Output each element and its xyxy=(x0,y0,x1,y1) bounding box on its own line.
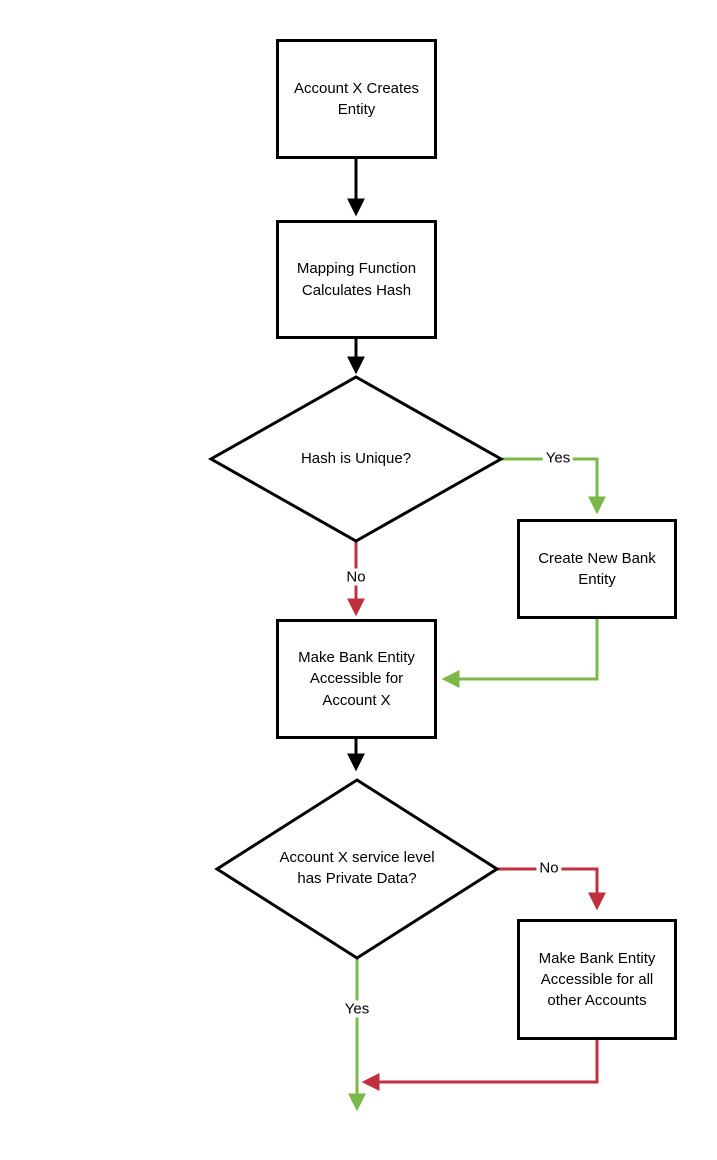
edge-label-private-no: No xyxy=(536,859,562,877)
node-mapping-function-calculates-hash: Mapping Function Calculates Hash xyxy=(276,220,437,339)
edge-private-no-arrow xyxy=(497,867,606,911)
decision-hash-unique-label: Hash is Unique? xyxy=(300,450,412,468)
decision-hash-unique-shape xyxy=(207,375,505,543)
node-create-new-bank-entity: Create New Bank Entity xyxy=(517,519,677,619)
decision-private-data-label: Account X service level has Private Data… xyxy=(279,848,435,887)
edge-createbank-to-accessx-arrow xyxy=(441,619,599,688)
node-account-x-creates-entity: Account X Creates Entity xyxy=(276,39,437,159)
edge-hash-yes-arrow xyxy=(501,457,606,515)
edge-label-hash-no: No xyxy=(343,568,369,586)
node-make-bank-entity-accessible-all-accounts: Make Bank Entity Accessible for all othe… xyxy=(517,919,677,1040)
node-make-bank-entity-accessible-account-x: Make Bank Entity Accessible for Account … xyxy=(276,619,437,739)
edge-label-hash-yes: Yes xyxy=(542,449,574,467)
decision-private-data-shape xyxy=(214,778,500,960)
edge-label-private-yes: Yes xyxy=(341,1000,373,1018)
edge-accessall-join-arrow xyxy=(361,1040,599,1091)
